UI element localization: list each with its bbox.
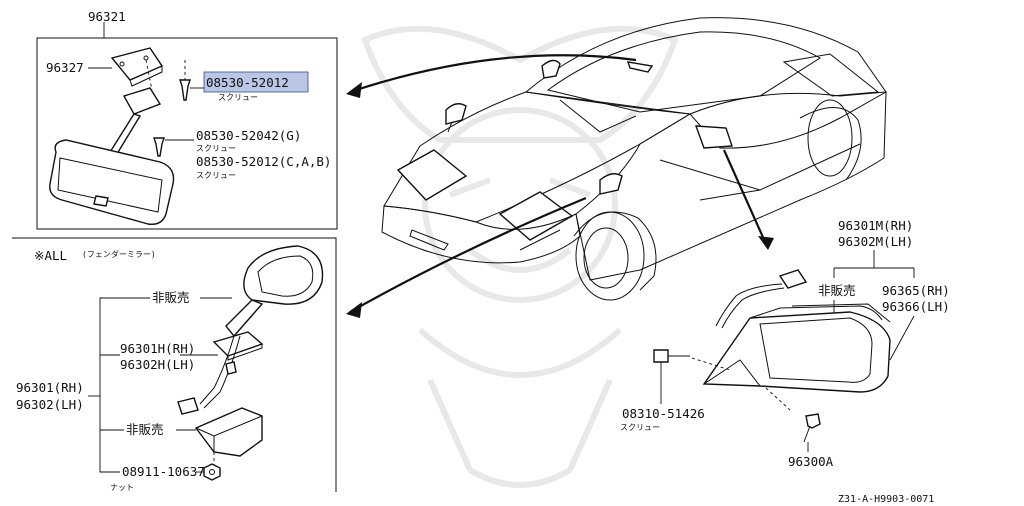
car-fender-mirror-left bbox=[445, 103, 467, 125]
door-glass-lh-label: 96366(LH) bbox=[882, 299, 950, 314]
fender-rh-part-label: 96301H(RH) bbox=[120, 341, 195, 356]
screw-g-label: 08530-52042(G) bbox=[196, 128, 301, 143]
fender-mirror-header: ※ALL bbox=[34, 248, 67, 263]
highlight-screw-label: 08530-52012 bbox=[206, 75, 289, 90]
fender-lh-part-label: 96302H(LH) bbox=[120, 357, 195, 372]
door-mirror-housing bbox=[702, 311, 891, 393]
assembly-part-label: 96321 bbox=[88, 9, 126, 24]
door-cover-part-label: 96300A bbox=[788, 454, 834, 469]
door-assy-lh-label: 96302M(LH) bbox=[838, 234, 913, 249]
car-illustration bbox=[381, 17, 887, 301]
fender-assy-rh-label: 96301(RH) bbox=[16, 380, 84, 395]
fender-mirror-panel: ※ALL (フェンダーミラー) 非販売 96301H(RH) 96302H(LH… bbox=[12, 237, 337, 492]
door-mirror-cover-screw bbox=[805, 413, 821, 429]
bracket-part-label: 96327 bbox=[46, 60, 84, 75]
not-sold-top-label: 非販売 bbox=[152, 290, 190, 305]
door-assy-rh-label: 96301M(RH) bbox=[838, 218, 913, 233]
nut-desc: ナット bbox=[110, 483, 134, 492]
door-glass-rh-label: 96365(RH) bbox=[882, 283, 950, 298]
door-not-sold-label: 非販売 bbox=[818, 283, 856, 298]
watermark-emblem bbox=[361, 25, 679, 488]
screw-cab-label: 08530-52012(C,A,B) bbox=[196, 154, 331, 169]
fender-mirror-head bbox=[243, 245, 324, 305]
door-mirror-panel: 96301M(RH) 96302M(LH) 非販売 96365(RH) 9636… bbox=[620, 218, 950, 469]
car-door-mirror bbox=[694, 125, 733, 149]
door-mirror-screw bbox=[653, 349, 669, 363]
inside-mirror-body bbox=[49, 139, 175, 225]
inside-mirror-panel: 96321 96327 08530-52012 スクリュー 08530-5204… bbox=[36, 9, 338, 230]
car-fender-mirror-right bbox=[599, 173, 623, 195]
highlight-screw-desc: スクリュー bbox=[218, 93, 258, 102]
fender-mirror-stay bbox=[225, 299, 264, 338]
not-sold-bottom-label: 非販売 bbox=[126, 422, 164, 437]
fender-mirror-nut bbox=[203, 463, 221, 481]
door-screw-desc: スクリュー bbox=[620, 423, 660, 432]
highlight-box bbox=[203, 71, 309, 93]
diagram-id-label: Z31-A-H9903-0071 bbox=[838, 494, 934, 505]
screw-g-desc: スクリュー bbox=[196, 144, 236, 153]
mirror-screw-top bbox=[179, 79, 191, 101]
screw-cab-desc: スクリュー bbox=[196, 171, 236, 180]
car-inside-mirror bbox=[626, 61, 654, 73]
fender-assy-lh-label: 96302(LH) bbox=[16, 397, 84, 412]
fender-mirror-header-note: (フェンダーミラー) bbox=[82, 249, 156, 259]
mirror-mount-base bbox=[122, 87, 162, 115]
callout-arrows bbox=[346, 54, 774, 318]
door-mirror-connector bbox=[778, 269, 808, 289]
mirror-screw-g bbox=[153, 137, 165, 157]
door-screw-part-label: 08310-51426 bbox=[622, 406, 705, 421]
nut-part-label: 08911-10637 bbox=[122, 464, 205, 479]
